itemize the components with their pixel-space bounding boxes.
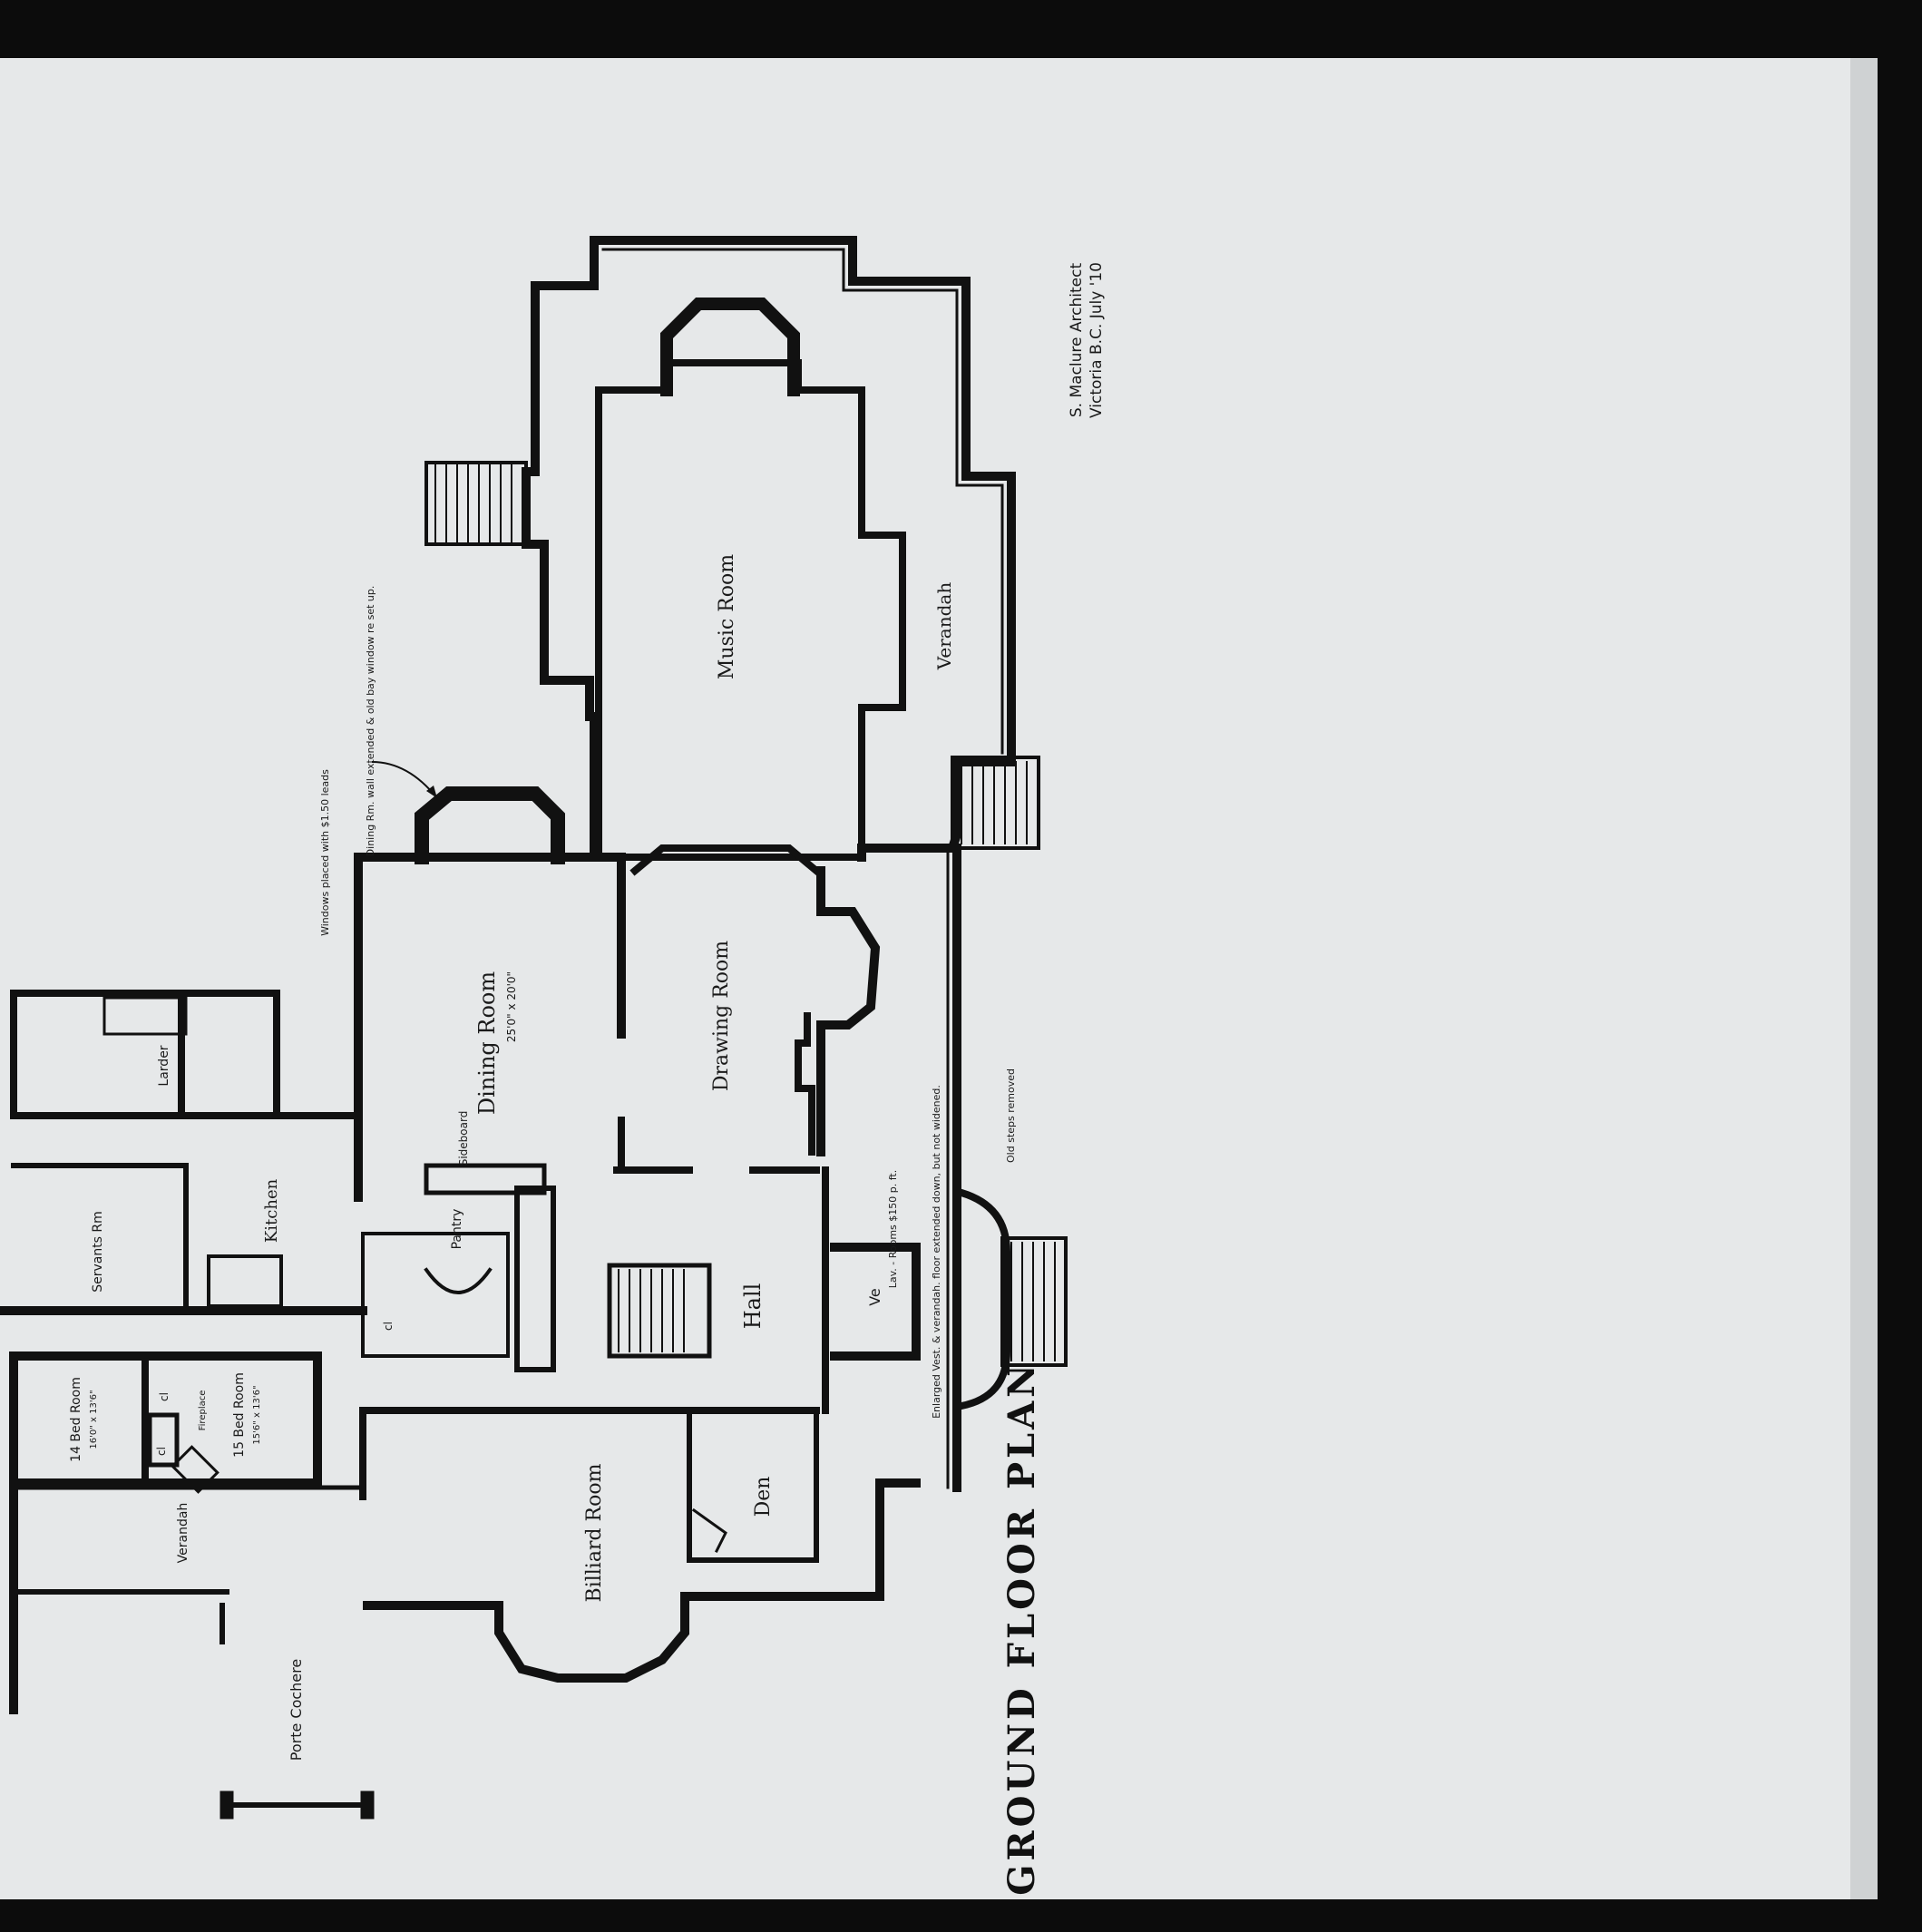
music-room-walls xyxy=(595,359,906,856)
music-bay xyxy=(660,298,800,396)
front-steps xyxy=(1000,1236,1068,1367)
east-steps-treads xyxy=(961,761,1028,844)
label-den: Den xyxy=(752,1477,775,1517)
label-dining-size: 25'0" x 20'0" xyxy=(505,971,518,1042)
music-verandah-outline xyxy=(590,236,1016,862)
note-arrowhead xyxy=(426,785,437,798)
hall-stair-treads xyxy=(618,1269,685,1352)
note-dining-bay: Dining Rm. wall extended & old bay windo… xyxy=(365,586,376,857)
label-music-room: Music Room xyxy=(716,554,738,679)
architect-line-1: S. Maclure Architect xyxy=(1068,263,1086,418)
label-sideboard: Sideboard xyxy=(457,1111,470,1166)
label-porte-cochere: Porte Cochere xyxy=(288,1659,305,1761)
note-vestibule: Enlarged Vest. & verandah. floor extende… xyxy=(931,1085,942,1419)
drawing-bay xyxy=(629,844,822,876)
plan-title: GROUND FLOOR PLAN xyxy=(1000,1361,1043,1895)
label-servants-room: Servants Rm xyxy=(91,1211,105,1293)
note-arrow xyxy=(371,761,438,799)
music-verandah-inner xyxy=(601,248,1004,755)
label-fireplace: Fireplace xyxy=(198,1390,208,1431)
bed-room-closet xyxy=(147,1412,180,1468)
label-bed-room-14: 14 Bed Room xyxy=(69,1377,83,1462)
larder-block xyxy=(10,990,280,1119)
label-verandah-west: Verandah xyxy=(176,1503,190,1564)
label-hall: Hall xyxy=(740,1283,766,1330)
label-dining-room: Dining Room xyxy=(474,971,500,1115)
music-steps-treads xyxy=(434,463,512,543)
bed-room-fireplace xyxy=(171,1445,220,1494)
label-pantry: Pantry xyxy=(450,1209,464,1250)
vestibule-walls xyxy=(830,1243,921,1361)
label-vestibule: Ve xyxy=(866,1288,883,1306)
label-cl-3: cl xyxy=(382,1322,395,1331)
label-bed-room-14-size: 16'0" x 13'6" xyxy=(89,1390,99,1449)
sideboard xyxy=(424,1163,547,1195)
music-steps xyxy=(424,461,528,546)
kitchen-range xyxy=(207,1254,283,1308)
billiard-south-wall xyxy=(363,1478,921,1683)
larder-stairs xyxy=(102,996,188,1036)
label-verandah-east: Verandah xyxy=(933,582,955,671)
note-windows: Windows placed with $1.50 leads xyxy=(319,769,331,936)
note-old-steps: Old steps removed xyxy=(1005,1068,1017,1163)
drawing-east-bay xyxy=(816,866,881,1156)
music-west-wall xyxy=(522,236,599,857)
pantry-stair xyxy=(361,1232,510,1358)
label-kitchen: Kitchen xyxy=(262,1178,281,1243)
label-drawing-room: Drawing Room xyxy=(710,941,733,1091)
porte-cochere-post-1 xyxy=(220,1791,234,1820)
label-bed-room-15-size: 15'6" x 13'6" xyxy=(252,1385,262,1444)
label-cl-1: cl xyxy=(158,1392,171,1401)
east-steps xyxy=(951,756,1040,850)
sheet-edge xyxy=(1850,58,1878,1899)
label-larder: Larder xyxy=(157,1045,171,1086)
architect-line-2: Victoria B.C. July '10 xyxy=(1088,262,1106,418)
dining-bay xyxy=(415,786,565,864)
label-cl-2: cl xyxy=(155,1447,168,1456)
front-steps-treads xyxy=(1010,1242,1056,1361)
label-billiard-room: Billiard Room xyxy=(583,1463,606,1602)
wall-lines xyxy=(0,236,1068,1820)
hall-stair xyxy=(607,1263,712,1359)
drawing-sheet xyxy=(0,58,1850,1899)
front-step-curve xyxy=(957,1188,1010,1410)
pantry-block xyxy=(514,1186,556,1372)
note-lavatory: Lav. - Rooms $150 p. ft. xyxy=(887,1170,899,1289)
label-bed-room-15: 15 Bed Room xyxy=(232,1372,247,1458)
den-fireplace xyxy=(691,1508,727,1554)
porte-cochere-post-2 xyxy=(360,1791,375,1820)
drawing-fireplace xyxy=(795,1012,815,1156)
den-walls xyxy=(687,1408,819,1563)
